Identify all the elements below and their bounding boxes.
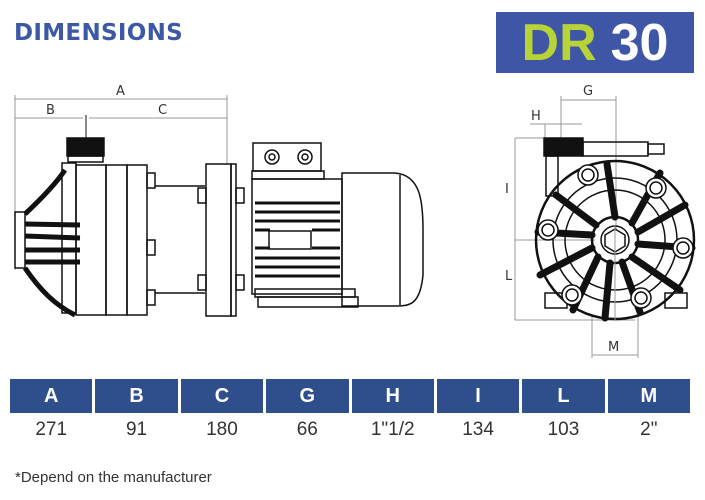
dim-label-b: B <box>46 103 55 118</box>
model-prefix: DR <box>521 13 597 72</box>
model-badge: DR 30 <box>496 12 694 73</box>
value-g: 66 <box>296 419 318 440</box>
dim-label-m: M <box>608 340 619 355</box>
side-view: A B C <box>14 84 245 318</box>
column-header-b: B <box>95 379 178 413</box>
value-m: 2" <box>640 419 658 440</box>
footnote: *Depend on the manufacturer <box>15 469 212 486</box>
page-title: DIMENSIONS <box>14 20 183 46</box>
value-h: 1"1/2 <box>370 419 415 440</box>
motor-view <box>251 142 424 308</box>
technical-drawing: A B C <box>14 84 696 358</box>
table-header-row: A B C G H I L M <box>10 379 690 413</box>
value-c: 180 <box>206 419 238 440</box>
dim-label-i: I <box>505 182 509 197</box>
column-header-m: M <box>607 379 690 413</box>
value-i: 134 <box>462 419 494 440</box>
table-row: 271 91 180 66 1"1/2 134 103 2" <box>10 419 690 441</box>
dimensions-table: A B C G H I L M 271 91 180 66 1"1/2 134 … <box>10 379 690 441</box>
column-header-a: A <box>10 379 93 413</box>
front-view: G H I L M <box>505 84 696 358</box>
dim-label-l: L <box>505 269 513 284</box>
column-header-c: C <box>180 379 264 413</box>
column-header-g: G <box>266 379 349 413</box>
model-number: 30 <box>610 13 669 72</box>
value-l: 103 <box>547 419 580 440</box>
value-b: 91 <box>125 419 148 440</box>
column-header-i: I <box>436 379 520 413</box>
dim-label-a: A <box>116 84 125 99</box>
dim-label-g: G <box>583 84 593 99</box>
dim-label-c: C <box>158 103 167 118</box>
column-header-l: L <box>522 379 605 413</box>
column-header-h: H <box>351 379 434 413</box>
value-a: 271 <box>35 419 68 440</box>
dim-label-h: H <box>531 109 541 124</box>
